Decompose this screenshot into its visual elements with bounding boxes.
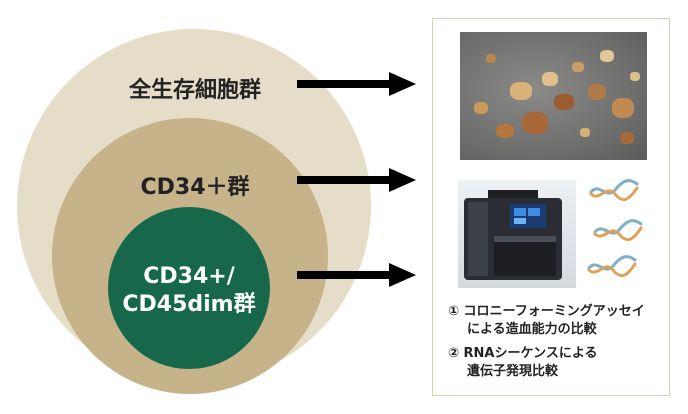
dna-strand-icon	[587, 179, 643, 278]
microscope-image	[460, 32, 647, 160]
label-cd34-cd45dim-line2: CD45dim群	[122, 292, 256, 317]
label-cd34-cd45dim: CD34+/ CD45dim群	[108, 263, 270, 319]
analysis-item-1-line2: による造血能力の比較	[467, 322, 597, 337]
analysis-item-1-line1: コロニーフォーミングアッセイ	[463, 304, 645, 319]
analysis-item-2-line2: 遺伝子発現比較	[467, 364, 559, 379]
circle-cd34-cd45dim	[108, 207, 270, 369]
analysis-item-2-number: ②	[448, 346, 460, 361]
arrow-3	[297, 263, 416, 287]
arrow-1	[297, 72, 416, 96]
analysis-item-1: ① コロニーフォーミングアッセイ による造血能力の比較	[448, 303, 645, 339]
label-cd34-cd45dim-line1: CD34+/	[143, 264, 235, 289]
analysis-item-2-line1: RNAシーケンスによる	[463, 346, 598, 361]
analysis-item-2: ② RNAシーケンスによる 遺伝子発現比較	[448, 345, 597, 381]
analysis-item-1-number: ①	[448, 304, 460, 319]
label-all-viable-cells: 全生存細胞群	[128, 78, 261, 103]
arrow-2	[297, 168, 416, 192]
analyzer-device-image	[458, 180, 576, 288]
label-cd34-positive: CD34＋群	[140, 175, 250, 200]
